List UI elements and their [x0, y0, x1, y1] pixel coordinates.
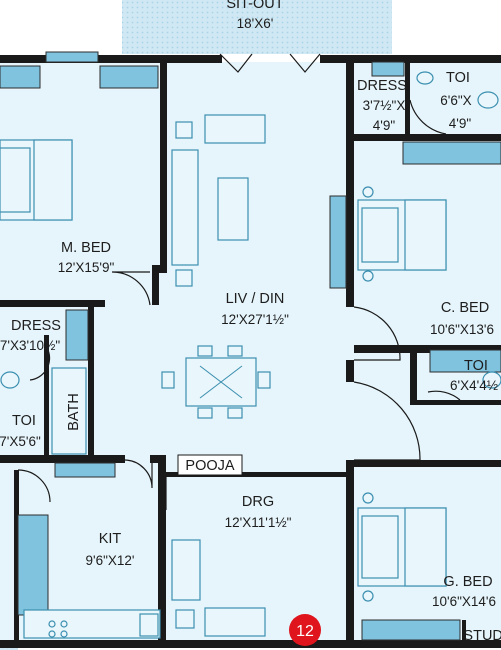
- room-name-sitout: SIT-OUT: [226, 0, 283, 12]
- room-name-toi2: TOI: [12, 413, 36, 429]
- room-dims-toi2: 7'X5'6": [0, 434, 41, 449]
- room-dims2-dress1: 4'9": [373, 118, 396, 133]
- room-name-mbed: M. BED: [61, 240, 111, 256]
- room-name-toi1: TOI: [446, 70, 470, 86]
- room-name-kit: KIT: [99, 531, 122, 547]
- room-name-study: STUDY: [463, 628, 501, 644]
- unit-number: 12: [296, 623, 314, 640]
- sitout-area: [122, 0, 392, 54]
- room-dims-gbed: 10'6"X14'6: [432, 594, 496, 609]
- room-name-gbed: G. BED: [443, 574, 492, 590]
- room-name-drg: DRG: [242, 494, 274, 510]
- room-dims-dress2: 7'X3'10½": [0, 338, 60, 353]
- room-dims-kit: 9'6"X12': [86, 553, 135, 568]
- room-name-pooja: POOJA: [185, 458, 234, 474]
- walls: [0, 55, 501, 648]
- furniture: [0, 71, 501, 639]
- room-dims-toi3: 6'X4'4½: [450, 378, 498, 393]
- room-name-bath: BATH: [66, 393, 82, 431]
- room-dims2-toi1: 4'9": [449, 116, 472, 131]
- unit-number-badge: [289, 614, 321, 646]
- room-name-dress1: DRESS: [357, 78, 407, 94]
- room-name-dress2: DRESS: [11, 318, 61, 334]
- room-dims-livdin: 12'X27'1½": [221, 312, 289, 327]
- room-dims-drg: 12'X11'1½": [225, 515, 292, 530]
- room-dims-dress1: 3'7½"X: [363, 98, 406, 113]
- room-dims-mbed: 12'X15'9": [58, 260, 115, 275]
- pooja-box: [177, 454, 243, 476]
- room-name-livdin: LIV / DIN: [226, 291, 285, 307]
- windows: [0, 51, 501, 641]
- doors: [17, 53, 461, 510]
- room-dims-cbed: 10'6"X13'6: [430, 322, 494, 337]
- room-name-toi3: TOI: [464, 358, 488, 374]
- room-dims-sitout: 18'X6': [237, 16, 274, 31]
- room-dims-toi1: 6'6"X: [440, 93, 471, 108]
- room-name-cbed: C. BED: [441, 300, 489, 316]
